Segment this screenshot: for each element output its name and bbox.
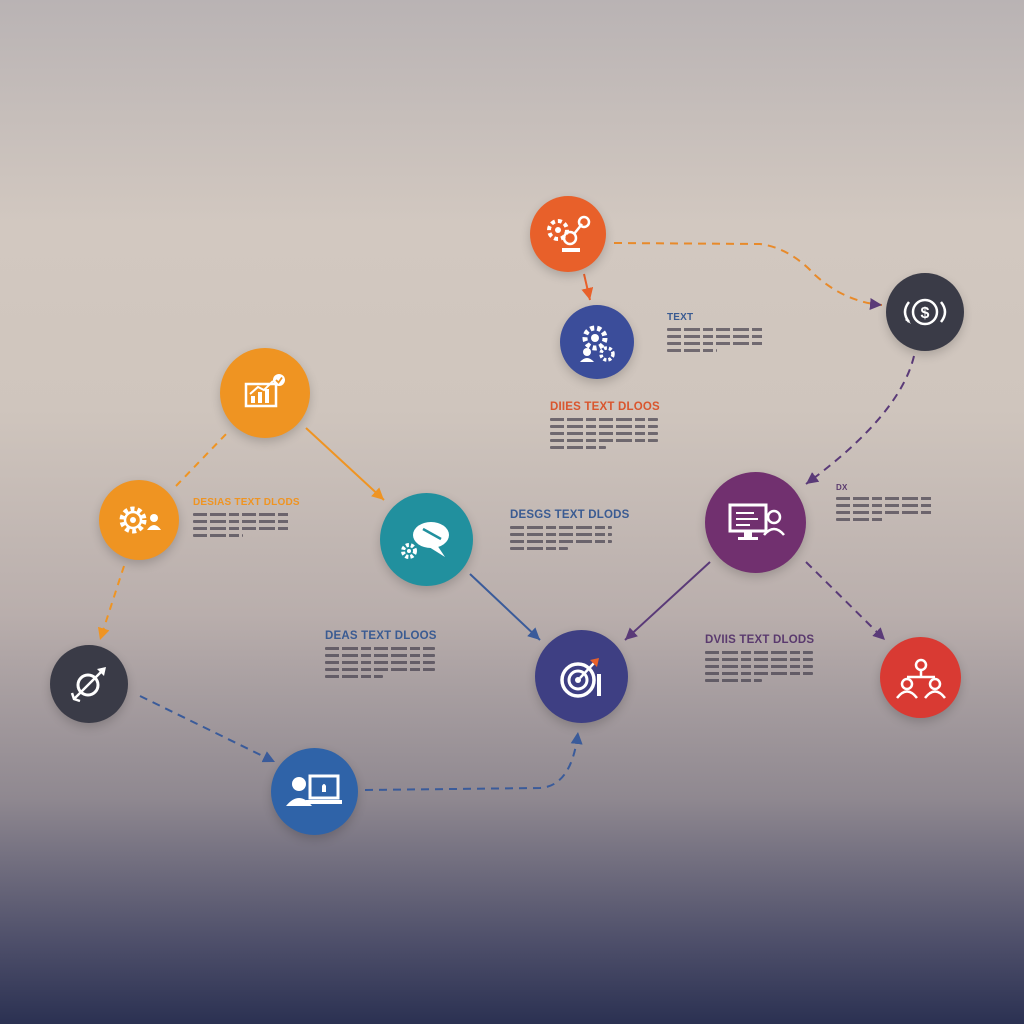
chat-gear-icon: [400, 521, 449, 559]
text-block-orange: DESIAS TEXT DLODS: [193, 497, 300, 541]
block-body: [550, 418, 662, 449]
text-block-blue: DEAS TEXT DLOOS: [325, 630, 440, 682]
presenter-laptop-icon: [285, 774, 342, 806]
text-block-right: DX: [836, 483, 938, 525]
node-target-arrow[interactable]: [50, 645, 128, 723]
block-body: [510, 526, 616, 550]
svg-text:$: $: [921, 305, 930, 322]
node-goal[interactable]: [535, 630, 628, 723]
block-heading: DESIAS TEXT DLODS: [193, 497, 300, 508]
block-body: [325, 647, 440, 678]
connector-settings-to-target: [97, 565, 125, 641]
text-block-top: TEXT: [667, 312, 767, 356]
target-arrow-icon: [70, 667, 106, 703]
connector-settings-to-analytics: [175, 431, 229, 487]
connector-money-to-monitor: [805, 355, 915, 485]
block-body: [667, 328, 767, 352]
block-heading: DVIIS TEXT DLODS: [705, 634, 815, 646]
block-heading: TEXT: [667, 312, 694, 323]
team-network-icon: [895, 658, 946, 699]
node-chat[interactable]: [380, 493, 473, 586]
block-body: [705, 651, 818, 682]
connector-target-to-presenter: [139, 695, 276, 763]
connector-gearidea-to-money: [613, 242, 883, 311]
node-settings-user[interactable]: [99, 480, 179, 560]
node-presenter[interactable]: [271, 748, 358, 835]
node-analytics[interactable]: [220, 348, 310, 438]
node-money[interactable]: $: [886, 273, 964, 351]
node-gear-team[interactable]: [560, 305, 634, 379]
connector-presenter-to-goal: [364, 731, 583, 791]
block-heading: DIIES TEXT DLOOS: [550, 401, 660, 413]
chart-growth-icon: [244, 374, 285, 408]
block-heading: DESGS TEXT DLODS: [510, 509, 630, 521]
connector-analytics-to-chat: [305, 427, 385, 501]
connector-gearidea-to-gearteam: [581, 273, 594, 301]
gear-person-icon: [580, 325, 615, 362]
money-exchange-icon: $: [903, 298, 947, 326]
monitor-person-icon: [728, 503, 785, 540]
text-block-teal: DESGS TEXT DLODS: [510, 509, 630, 554]
node-network[interactable]: [880, 637, 961, 718]
text-block-red: DIIES TEXT DLOOS: [550, 401, 662, 453]
connector-chat-to-goal: [469, 573, 541, 641]
text-block-purple: DVIIS TEXT DLODS: [705, 634, 818, 686]
goal-target-icon: [559, 657, 601, 698]
block-heading: DX: [836, 483, 848, 492]
connector-monitor-to-goal: [624, 561, 711, 641]
block-body: [193, 513, 293, 537]
node-gear-idea[interactable]: [530, 196, 606, 272]
gear-idea-icon: [547, 215, 591, 252]
gear-user-icon: [119, 506, 161, 534]
block-heading: DEAS TEXT DLOOS: [325, 630, 437, 642]
node-monitor-person[interactable]: [705, 472, 806, 573]
connector-monitor-to-network: [805, 561, 886, 641]
block-body: [836, 497, 938, 521]
